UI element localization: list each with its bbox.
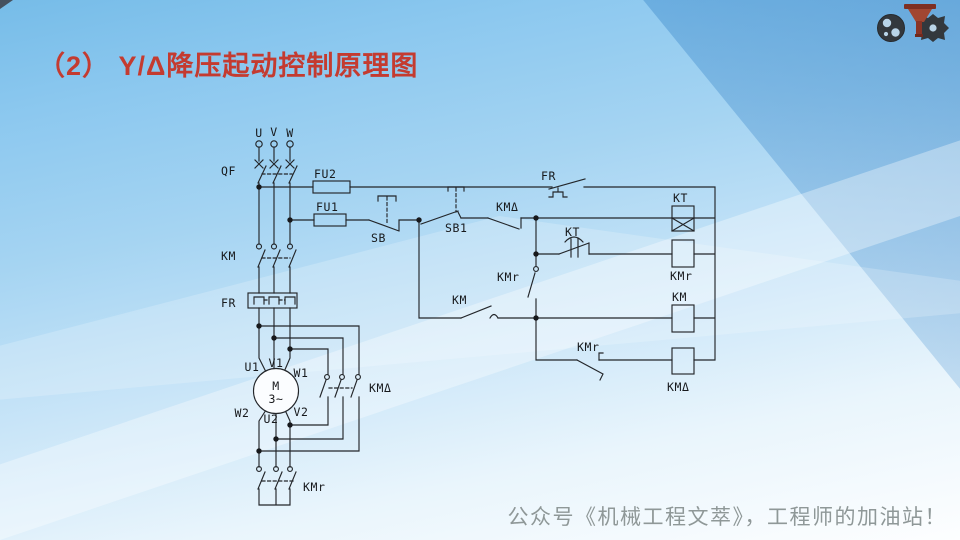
label-kmr-main: KMr (303, 480, 326, 494)
label-fu1: FU1 (316, 200, 339, 214)
corner-notch (0, 0, 13, 9)
sb1-button-symbol (420, 186, 465, 225)
label-kt-contact: KT (565, 225, 580, 239)
gear-icon (877, 14, 905, 42)
kt-coil-symbol (671, 205, 695, 232)
label-kmr-coil: KMr (670, 269, 693, 283)
km-no-contact (460, 305, 499, 319)
label-sb1: SB1 (445, 221, 468, 235)
fr-heater-box (247, 292, 298, 309)
control-circuit (368, 178, 716, 381)
sb-button-symbol (368, 195, 400, 232)
km-delta-main-contacts (319, 374, 361, 398)
fr-nc-contact (548, 178, 586, 198)
logo (877, 4, 949, 42)
fu1-fuse-symbol (292, 213, 370, 227)
label-phase-u: U (255, 126, 263, 140)
label-km-main: KM (221, 249, 236, 263)
motor-letter: M (272, 379, 280, 393)
qf-breaker-symbol (254, 159, 298, 184)
label-km-coil: KM (672, 290, 687, 304)
kmr-no-contact (527, 266, 539, 298)
label-km-delta-coil: KMΔ (667, 380, 690, 394)
km-delta-coil-symbol (671, 347, 695, 375)
schematic-labels: U V W QF FU2 FU1 KM FR U1 V1 W1 W2 U2 V2… (221, 125, 693, 494)
label-u1: U1 (244, 360, 259, 374)
cutter-tool-icon (904, 4, 936, 37)
control-wires (398, 186, 716, 361)
label-km-no: KM (452, 293, 467, 307)
page-title: （2） Y/Δ降压起动控制原理图 (38, 51, 419, 81)
label-w1: W1 (293, 366, 308, 380)
label-v1: V1 (268, 356, 283, 370)
label-kt-coil: KT (673, 191, 688, 205)
footer-text: 公众号《机械工程文萃》，工程师的加油站！ (507, 505, 947, 529)
label-qf: QF (221, 164, 236, 178)
power-circuit: M 3~ (247, 140, 553, 506)
km-coil-symbol (671, 304, 695, 333)
supply-terminals (255, 140, 294, 148)
label-km-delta-main: KMΔ (369, 381, 392, 395)
km-delta-nc-contact (487, 217, 522, 230)
label-phase-v: V (270, 125, 278, 139)
label-kmr-nc: KMr (577, 340, 600, 354)
label-sb: SB (371, 231, 386, 245)
label-fu2: FU2 (314, 167, 337, 181)
km-main-contacts (255, 243, 297, 268)
label-km-delta-nc: KMΔ (496, 200, 519, 214)
delta-wiring (258, 325, 360, 452)
kmr-nc-contact (576, 352, 604, 381)
label-phase-w: W (286, 126, 294, 140)
fu2-fuse-symbol (261, 180, 553, 194)
label-v2: V2 (293, 405, 308, 419)
kmr-main-contacts (256, 466, 297, 506)
label-w2: W2 (234, 406, 249, 420)
gear-icon (917, 14, 949, 42)
label-u2: U2 (263, 412, 278, 426)
label-kmr-no: KMr (497, 270, 520, 284)
kt-delay-contact (558, 236, 590, 258)
motor-symbol: M 3~ (252, 367, 300, 415)
phase-lines (258, 146, 291, 468)
label-fr-main: FR (221, 296, 236, 310)
motor-phase-label: 3~ (268, 392, 283, 406)
junction-dots (256, 184, 539, 454)
label-fr-nc: FR (541, 169, 556, 183)
kmr-coil-symbol (671, 239, 695, 268)
